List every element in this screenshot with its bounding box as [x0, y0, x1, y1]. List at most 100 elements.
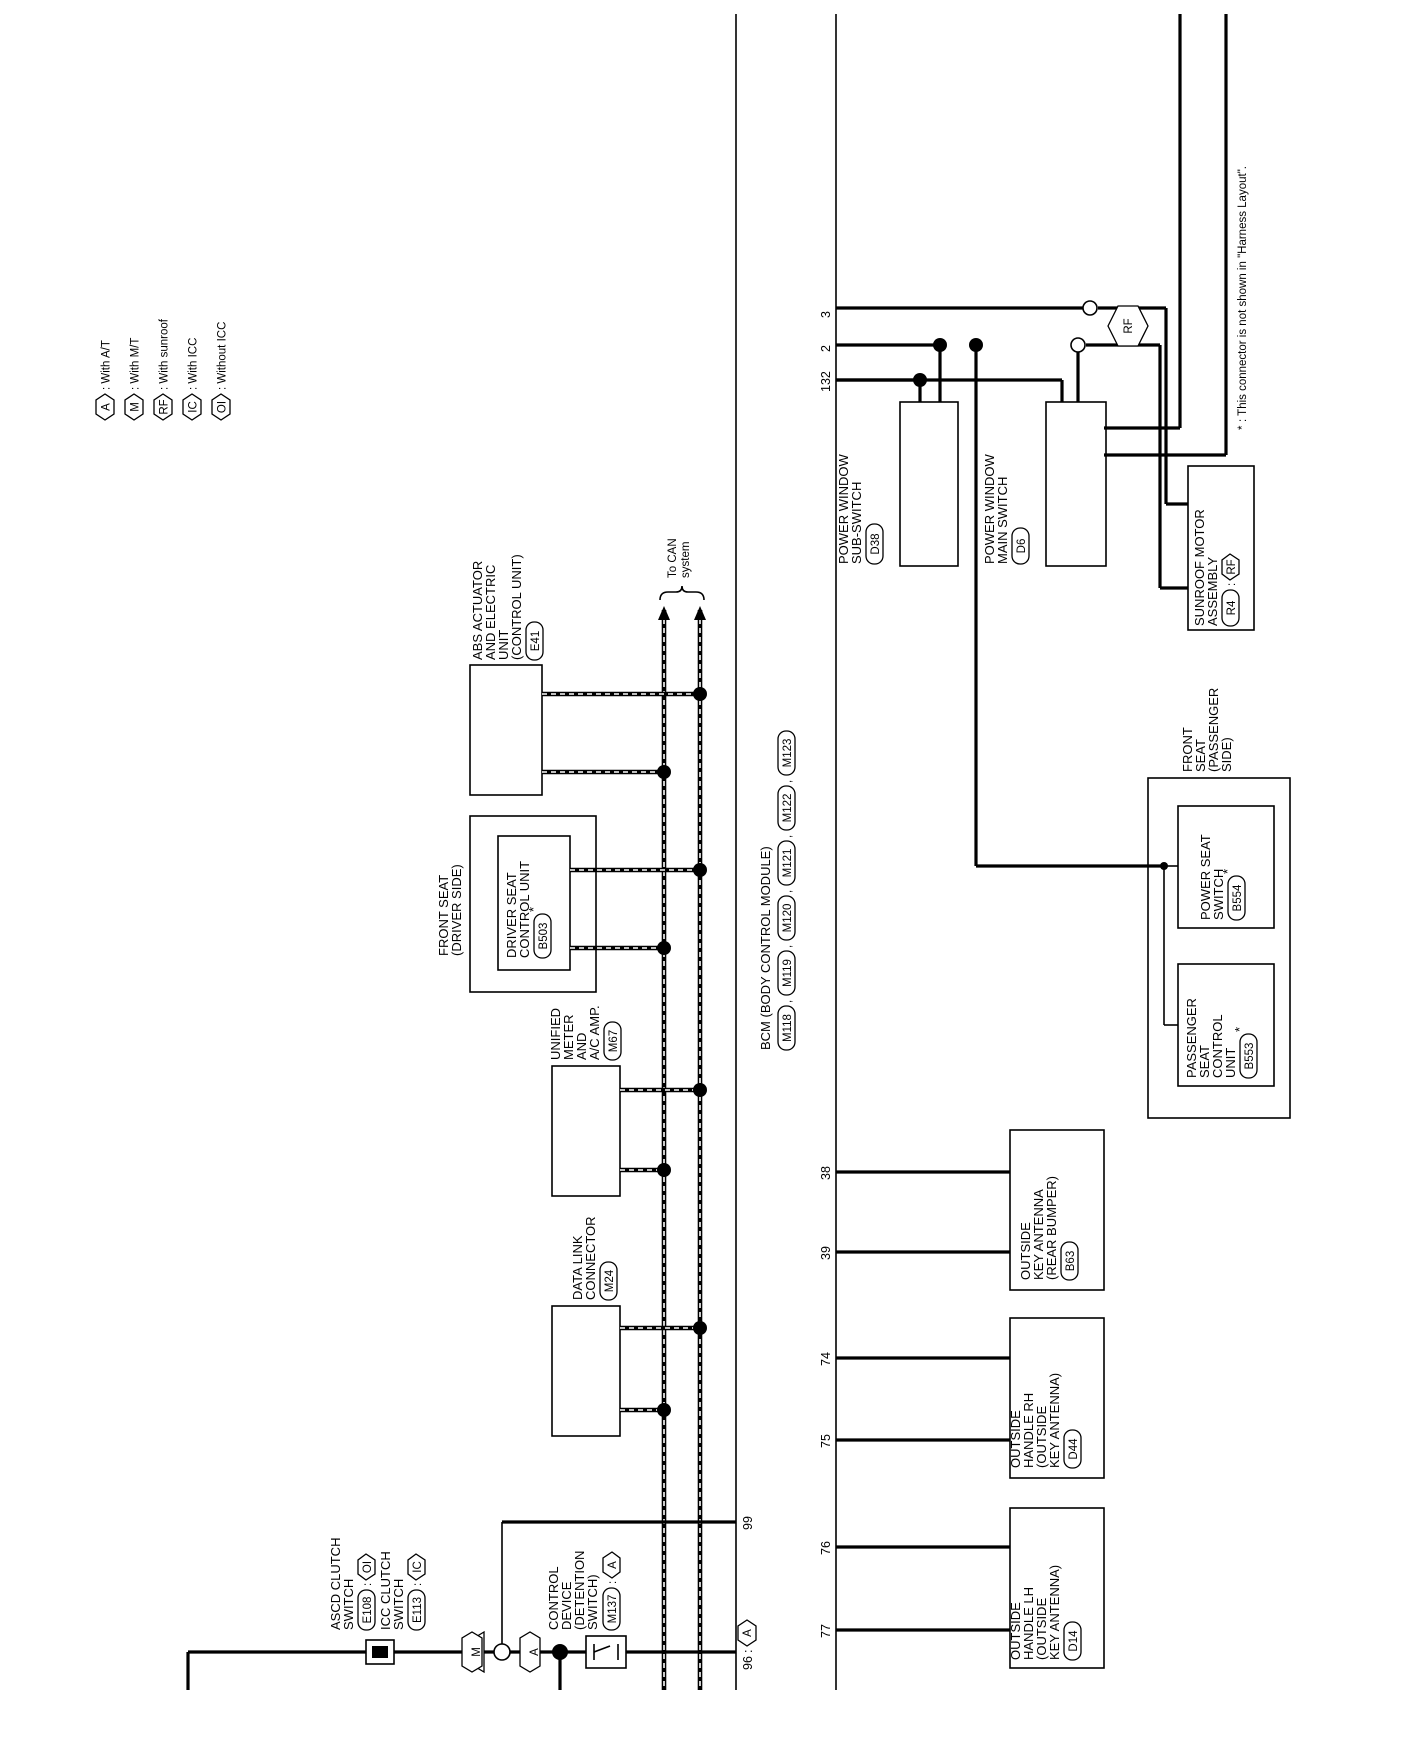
svg-text:ABS ACTUATOR: ABS ACTUATOR	[470, 561, 485, 660]
ascd-clutch-switch-symbol	[365, 1639, 395, 1665]
svg-text:,: ,	[782, 945, 794, 948]
legend-text: : With A/T	[101, 340, 113, 390]
legend-code: OI	[217, 401, 229, 413]
pin-2: 2	[819, 345, 833, 352]
hex-mark-m: M	[461, 1630, 485, 1674]
svg-text:CONTROL: CONTROL	[1210, 1014, 1225, 1078]
svg-text:SIDE): SIDE)	[1219, 737, 1234, 772]
connector-e113: E113	[412, 1597, 424, 1623]
outside-handle-lh: OUTSIDE HANDLE LH (OUTSIDE KEY ANTENNA) …	[836, 1507, 1105, 1669]
svg-text:(PASSENGER: (PASSENGER	[1206, 688, 1221, 772]
connector-m67: M67	[608, 1030, 620, 1052]
connector-m24: M24	[604, 1269, 616, 1292]
svg-text:SWITCH: SWITCH	[391, 1579, 406, 1630]
svg-text:(DRIVER SIDE): (DRIVER SIDE)	[449, 864, 464, 956]
svg-text:POWER WINDOW: POWER WINDOW	[836, 454, 851, 564]
svg-text:*: *	[1220, 869, 1235, 874]
legend-code: M	[130, 402, 142, 412]
bcm-connector: M122	[782, 794, 794, 823]
connector-d44: D44	[1068, 1438, 1080, 1460]
pin-39: 39	[819, 1246, 833, 1260]
svg-text:UNIT: UNIT	[496, 630, 511, 660]
svg-text:AND: AND	[574, 1033, 589, 1060]
svg-text:OUTSIDE: OUTSIDE	[1008, 1410, 1023, 1468]
svg-text:RF: RF	[1123, 318, 1135, 333]
outside-handle-rh: OUTSIDE HANDLE RH (OUTSIDE KEY ANTENNA) …	[836, 1317, 1105, 1479]
svg-text:(CONTROL UNIT): (CONTROL UNIT)	[509, 554, 524, 660]
ascd-clutch-switch-label: ASCD CLUTCH SWITCH E108 : OI ICC CLUTCH …	[328, 1538, 426, 1631]
can-label: To CAN system	[659, 538, 705, 601]
svg-text:KEY ANTENNA: KEY ANTENNA	[1031, 1189, 1046, 1280]
svg-text:SWITCH: SWITCH	[1211, 869, 1226, 920]
svg-text:METER: METER	[561, 1015, 576, 1061]
control-device-symbol	[585, 1635, 627, 1669]
pin-99: 99	[741, 1516, 755, 1530]
svg-text:,: ,	[782, 835, 794, 838]
bcm-connector: M121	[782, 849, 794, 878]
svg-text:96: 96	[741, 1656, 755, 1670]
svg-text:ASCD CLUTCH: ASCD CLUTCH	[328, 1538, 343, 1630]
svg-text:AND ELECTRIC: AND ELECTRIC	[483, 565, 498, 660]
bcm-connector: M123	[782, 739, 794, 768]
svg-text:MAIN SWITCH: MAIN SWITCH	[995, 477, 1010, 564]
hex-mark-rf: RF	[1107, 305, 1149, 347]
outside-key-antenna-rear: OUTSIDE KEY ANTENNA (REAR BUMPER) B63	[836, 1129, 1105, 1291]
svg-text:CONTROL: CONTROL	[546, 1566, 561, 1630]
svg-text:SEAT: SEAT	[1193, 739, 1208, 772]
legend-code: A	[101, 403, 113, 411]
bcm-connector: M119	[782, 959, 794, 987]
connector-d38: D38	[870, 533, 882, 554]
svg-text:CONTROL UNIT: CONTROL UNIT	[517, 861, 532, 958]
connector-d6: D6	[1016, 539, 1028, 554]
bcm-connector: M118	[782, 1014, 794, 1042]
svg-text:*: *	[1232, 1027, 1247, 1032]
svg-text:: This connector is not shown: : This connector is not shown in "Harnes…	[1237, 166, 1249, 422]
connector-b63: B63	[1065, 1251, 1077, 1271]
connector-b553: B553	[1244, 1043, 1256, 1070]
pin-38: 38	[819, 1166, 833, 1180]
svg-text:SEAT: SEAT	[1197, 1045, 1212, 1078]
legend-text: : Without ICC	[217, 322, 229, 390]
legend-text: : With ICC	[188, 338, 200, 390]
bcm-connectors: M118 , M119 , M120 , M121 , M122 , M123	[777, 730, 796, 1051]
connector-e108: E108	[362, 1597, 374, 1624]
power-window-sub-switch: POWER WINDOW SUB-SWITCH D38	[836, 338, 959, 567]
condition-ic: IC	[412, 1561, 424, 1573]
svg-text:DRIVER SEAT: DRIVER SEAT	[504, 872, 519, 958]
unified-meter: UNIFIED METER AND A/C AMP. M67	[548, 1005, 707, 1197]
connector-b503: B503	[538, 923, 550, 950]
svg-text:*: *	[526, 907, 541, 912]
svg-text:HANDLE RH: HANDLE RH	[1021, 1393, 1036, 1468]
connector-r4: R4	[1226, 600, 1238, 615]
svg-text:DEVICE: DEVICE	[559, 1581, 574, 1630]
svg-text:UNIT: UNIT	[1223, 1048, 1238, 1078]
can-label-line: system	[680, 542, 692, 578]
svg-text:,: ,	[782, 890, 794, 893]
front-seat-driver-side: FRONT SEAT (DRIVER SIDE) DRIVER SEAT CON…	[436, 815, 707, 993]
svg-text:FRONT: FRONT	[1180, 727, 1195, 772]
svg-text:SUB-SWITCH: SUB-SWITCH	[849, 482, 864, 564]
svg-text:ICC CLUTCH: ICC CLUTCH	[378, 1551, 393, 1630]
svg-text:CONNECTOR: CONNECTOR	[583, 1216, 598, 1300]
connector-m137: M137	[607, 1595, 619, 1624]
pin-74: 74	[819, 1352, 833, 1366]
pin-132: 132	[819, 371, 833, 392]
connector-e41: E41	[530, 631, 542, 651]
abs-actuator: ABS ACTUATOR AND ELECTRIC UNIT (CONTROL …	[469, 554, 707, 796]
bcm-name: BCM (BODY CONTROL MODULE)	[758, 846, 773, 1050]
svg-text:SWITCH: SWITCH	[341, 1579, 356, 1630]
bcm-connector: M120	[782, 904, 794, 933]
pin-75: 75	[819, 1434, 833, 1448]
svg-text:ASSEMBLY: ASSEMBLY	[1205, 557, 1220, 626]
svg-text:UNIFIED: UNIFIED	[548, 1008, 563, 1060]
pin-77: 77	[819, 1624, 833, 1638]
svg-text:*: *	[1237, 425, 1249, 430]
svg-text:(OUTSIDE: (OUTSIDE	[1034, 1406, 1049, 1468]
condition-a: A	[607, 1561, 619, 1569]
svg-text:SUNROOF MOTOR: SUNROOF MOTOR	[1192, 509, 1207, 626]
svg-text:OUTSIDE: OUTSIDE	[1018, 1222, 1033, 1280]
legend-code: RF	[159, 399, 171, 414]
pin-3: 3	[819, 311, 833, 318]
